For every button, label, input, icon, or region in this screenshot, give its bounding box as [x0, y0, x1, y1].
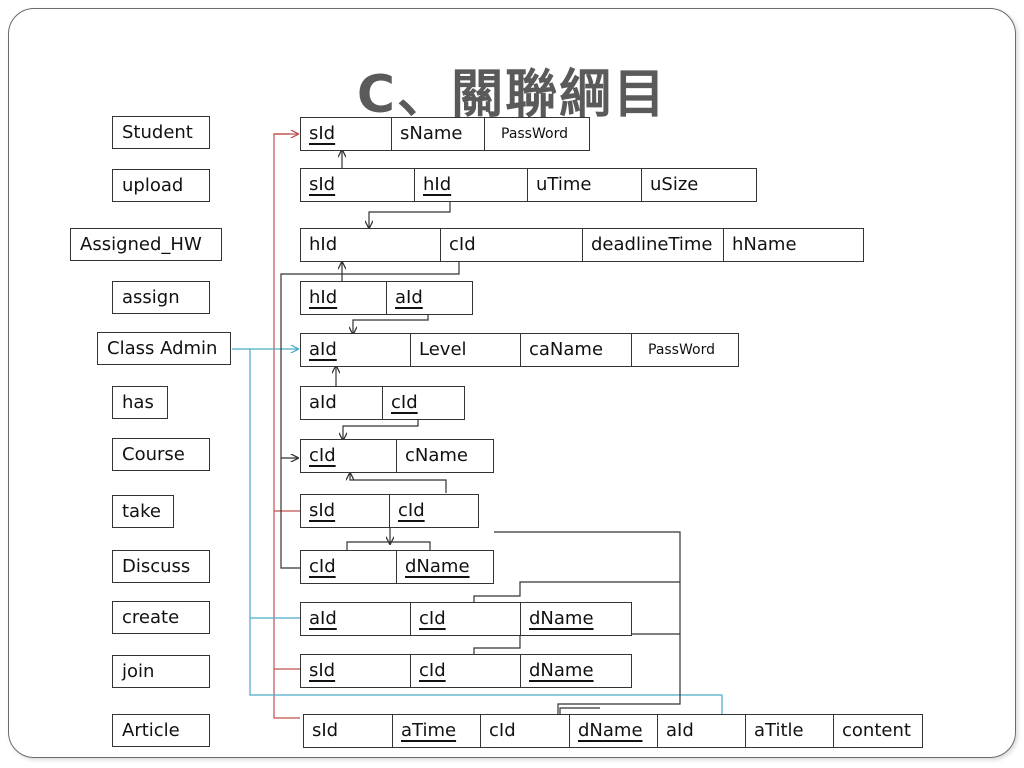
attribute-cell: aId	[386, 281, 473, 315]
attribute-cell: uSize	[641, 168, 757, 202]
relation-label-has: has	[112, 386, 168, 419]
relation-label-discuss: Discuss	[112, 550, 210, 583]
attribute-cell: caName	[520, 333, 632, 367]
attribute-cell: dName	[520, 602, 632, 636]
attribute-cell: cId	[410, 602, 521, 636]
attribute-cell: Level	[410, 333, 521, 367]
relation-label-take: take	[112, 495, 174, 528]
attribute-cell: cId	[300, 550, 397, 584]
attribute-cell: PassWord	[484, 117, 590, 151]
relation-label-article: Article	[112, 714, 210, 747]
relation-label-student: Student	[112, 116, 210, 149]
relation-label-join: join	[112, 655, 210, 688]
attribute-cell: hId	[300, 281, 387, 315]
attribute-cell: cId	[480, 714, 570, 748]
slide-frame	[8, 8, 1016, 758]
relation-label-class-admin: Class Admin	[97, 332, 231, 365]
attribute-cell: PassWord	[631, 333, 739, 367]
attribute-cell: sId	[300, 117, 392, 151]
attribute-cell: dName	[396, 550, 494, 584]
attribute-cell: hId	[414, 168, 528, 202]
attribute-cell: aId	[300, 333, 411, 367]
attribute-cell: aTitle	[745, 714, 834, 748]
attribute-cell: aId	[300, 386, 383, 420]
attribute-cell: cId	[382, 386, 465, 420]
attribute-cell: sId	[300, 168, 415, 202]
attribute-cell: dName	[569, 714, 658, 748]
attribute-cell: uTime	[527, 168, 642, 202]
attribute-cell: cId	[300, 439, 397, 473]
attribute-cell: cId	[389, 494, 479, 528]
relation-label-upload: upload	[112, 169, 210, 202]
attribute-cell: cId	[440, 228, 583, 262]
attribute-cell: deadlineTime	[582, 228, 724, 262]
relation-label-create: create	[112, 601, 210, 634]
attribute-cell: content	[833, 714, 923, 748]
attribute-cell: sName	[391, 117, 485, 151]
attribute-cell: cName	[396, 439, 494, 473]
attribute-cell: sId	[300, 654, 411, 688]
attribute-cell: dName	[520, 654, 632, 688]
attribute-cell: aId	[300, 602, 411, 636]
attribute-cell: cId	[410, 654, 521, 688]
attribute-cell: aTime	[392, 714, 481, 748]
relation-label-assign: assign	[112, 281, 210, 314]
page-title: C、關聯綱目	[356, 65, 668, 125]
attribute-cell: aId	[657, 714, 746, 748]
relation-label-course: Course	[112, 438, 210, 471]
attribute-cell: hName	[723, 228, 864, 262]
attribute-cell: sId	[303, 714, 393, 748]
attribute-cell: sId	[300, 494, 390, 528]
attribute-cell: hId	[300, 228, 441, 262]
relation-label-assigned-hw: Assigned_HW	[70, 228, 222, 261]
